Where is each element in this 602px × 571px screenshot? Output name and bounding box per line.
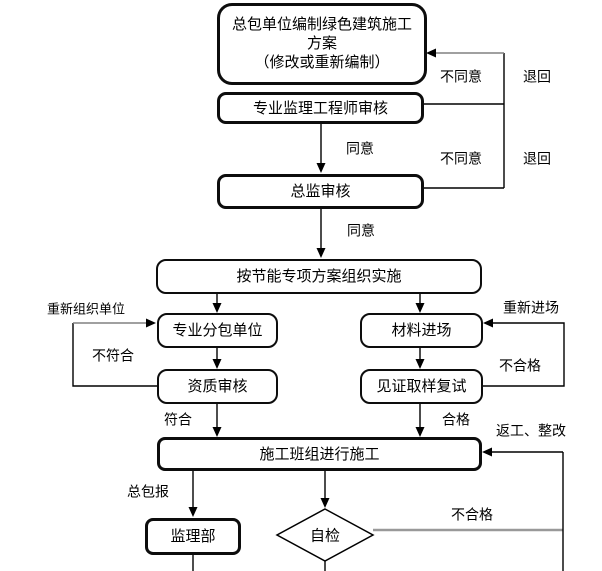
- node-witness-sampling-retest-label: 见证取样复试: [376, 378, 467, 395]
- edge-label-rework: 返工、整改: [495, 422, 567, 439]
- arrowhead-rework-to-construction: [482, 447, 492, 457]
- edge-label-return-1: 退回: [522, 68, 552, 85]
- arrowhead-construction-to-self-check: [320, 498, 330, 508]
- node-supervisor-review: 专业监理工程师审核: [217, 92, 424, 124]
- node-supervisor-review-label: 专业监理工程师审核: [252, 99, 388, 117]
- node-plan-label: 总包单位编制绿色建筑施工 方案 （修改或重新编制）: [231, 16, 412, 71]
- edge-label-conform: 符合: [163, 411, 193, 428]
- node-construction-crew-label: 施工班组进行施工: [259, 445, 380, 463]
- connector-qualification-fail-loop: [72, 323, 157, 387]
- edge-label-return-2: 退回: [522, 150, 552, 167]
- arrowhead-supervisor-to-chief: [316, 163, 326, 173]
- edge-label-general-contractor-report: 总包报: [126, 483, 170, 500]
- node-material-entry-label: 材料进场: [391, 322, 452, 339]
- edge-label-nonconform: 不符合: [91, 347, 135, 364]
- edge-label-reenter-site: 重新进场: [502, 299, 560, 316]
- self-check-diamond: [275, 508, 375, 562]
- arrowhead-return-to-plan: [426, 48, 436, 58]
- node-subcontractor-label: 专业分包单位: [172, 322, 263, 339]
- edge-label-agree-2: 同意: [346, 222, 376, 239]
- node-subcontractor: 专业分包单位: [157, 313, 278, 348]
- edge-label-reorganize-unit: 重新组织单位: [45, 301, 127, 317]
- node-supervision-dept-label: 监理部: [170, 528, 216, 545]
- edge-label-qualified: 合格: [441, 411, 471, 428]
- node-construction-crew: 施工班组进行施工: [157, 437, 482, 471]
- node-qualification-review: 资质审核: [157, 369, 278, 404]
- connector-sampling-fail-loop: [482, 322, 565, 387]
- arrowhead-chief-to-implement: [316, 248, 326, 258]
- arrowhead-construction-to-supervision-dept: [188, 507, 198, 517]
- arrowhead-qualification-to-construction: [212, 427, 222, 437]
- node-plan: 总包单位编制绿色建筑施工 方案 （修改或重新编制）: [217, 3, 427, 85]
- node-implement: 按节能专项方案组织实施: [156, 259, 482, 294]
- node-qualification-review-label: 资质审核: [187, 378, 248, 395]
- node-material-entry: 材料进场: [360, 313, 483, 348]
- arrowhead-reorganize-to-subcontractor: [146, 318, 156, 328]
- node-implement-label: 按节能专项方案组织实施: [236, 268, 402, 285]
- arrowhead-sampling-to-construction: [415, 427, 425, 437]
- node-self-check-label: 自检: [309, 527, 341, 545]
- arrowhead-subcontractor-to-qualification: [212, 359, 222, 369]
- edge-label-unqualified-material: 不合格: [498, 357, 542, 374]
- node-supervision-dept: 监理部: [145, 518, 241, 555]
- arrowhead-implement-to-material: [415, 303, 425, 313]
- node-chief-review-label: 总监审核: [290, 183, 351, 200]
- edge-label-agree-1: 同意: [345, 140, 375, 157]
- arrowhead-material-to-sampling: [415, 359, 425, 369]
- arrowhead-implement-to-subcontractor: [212, 303, 222, 313]
- node-chief-review: 总监审核: [217, 174, 424, 209]
- edge-label-unqualified-self-check: 不合格: [450, 506, 494, 523]
- arrowhead-reenter-to-material: [483, 318, 493, 328]
- edge-label-disagree-1: 不同意: [439, 68, 483, 85]
- node-witness-sampling-retest: 见证取样复试: [360, 369, 483, 404]
- edge-label-disagree-2: 不同意: [439, 150, 483, 167]
